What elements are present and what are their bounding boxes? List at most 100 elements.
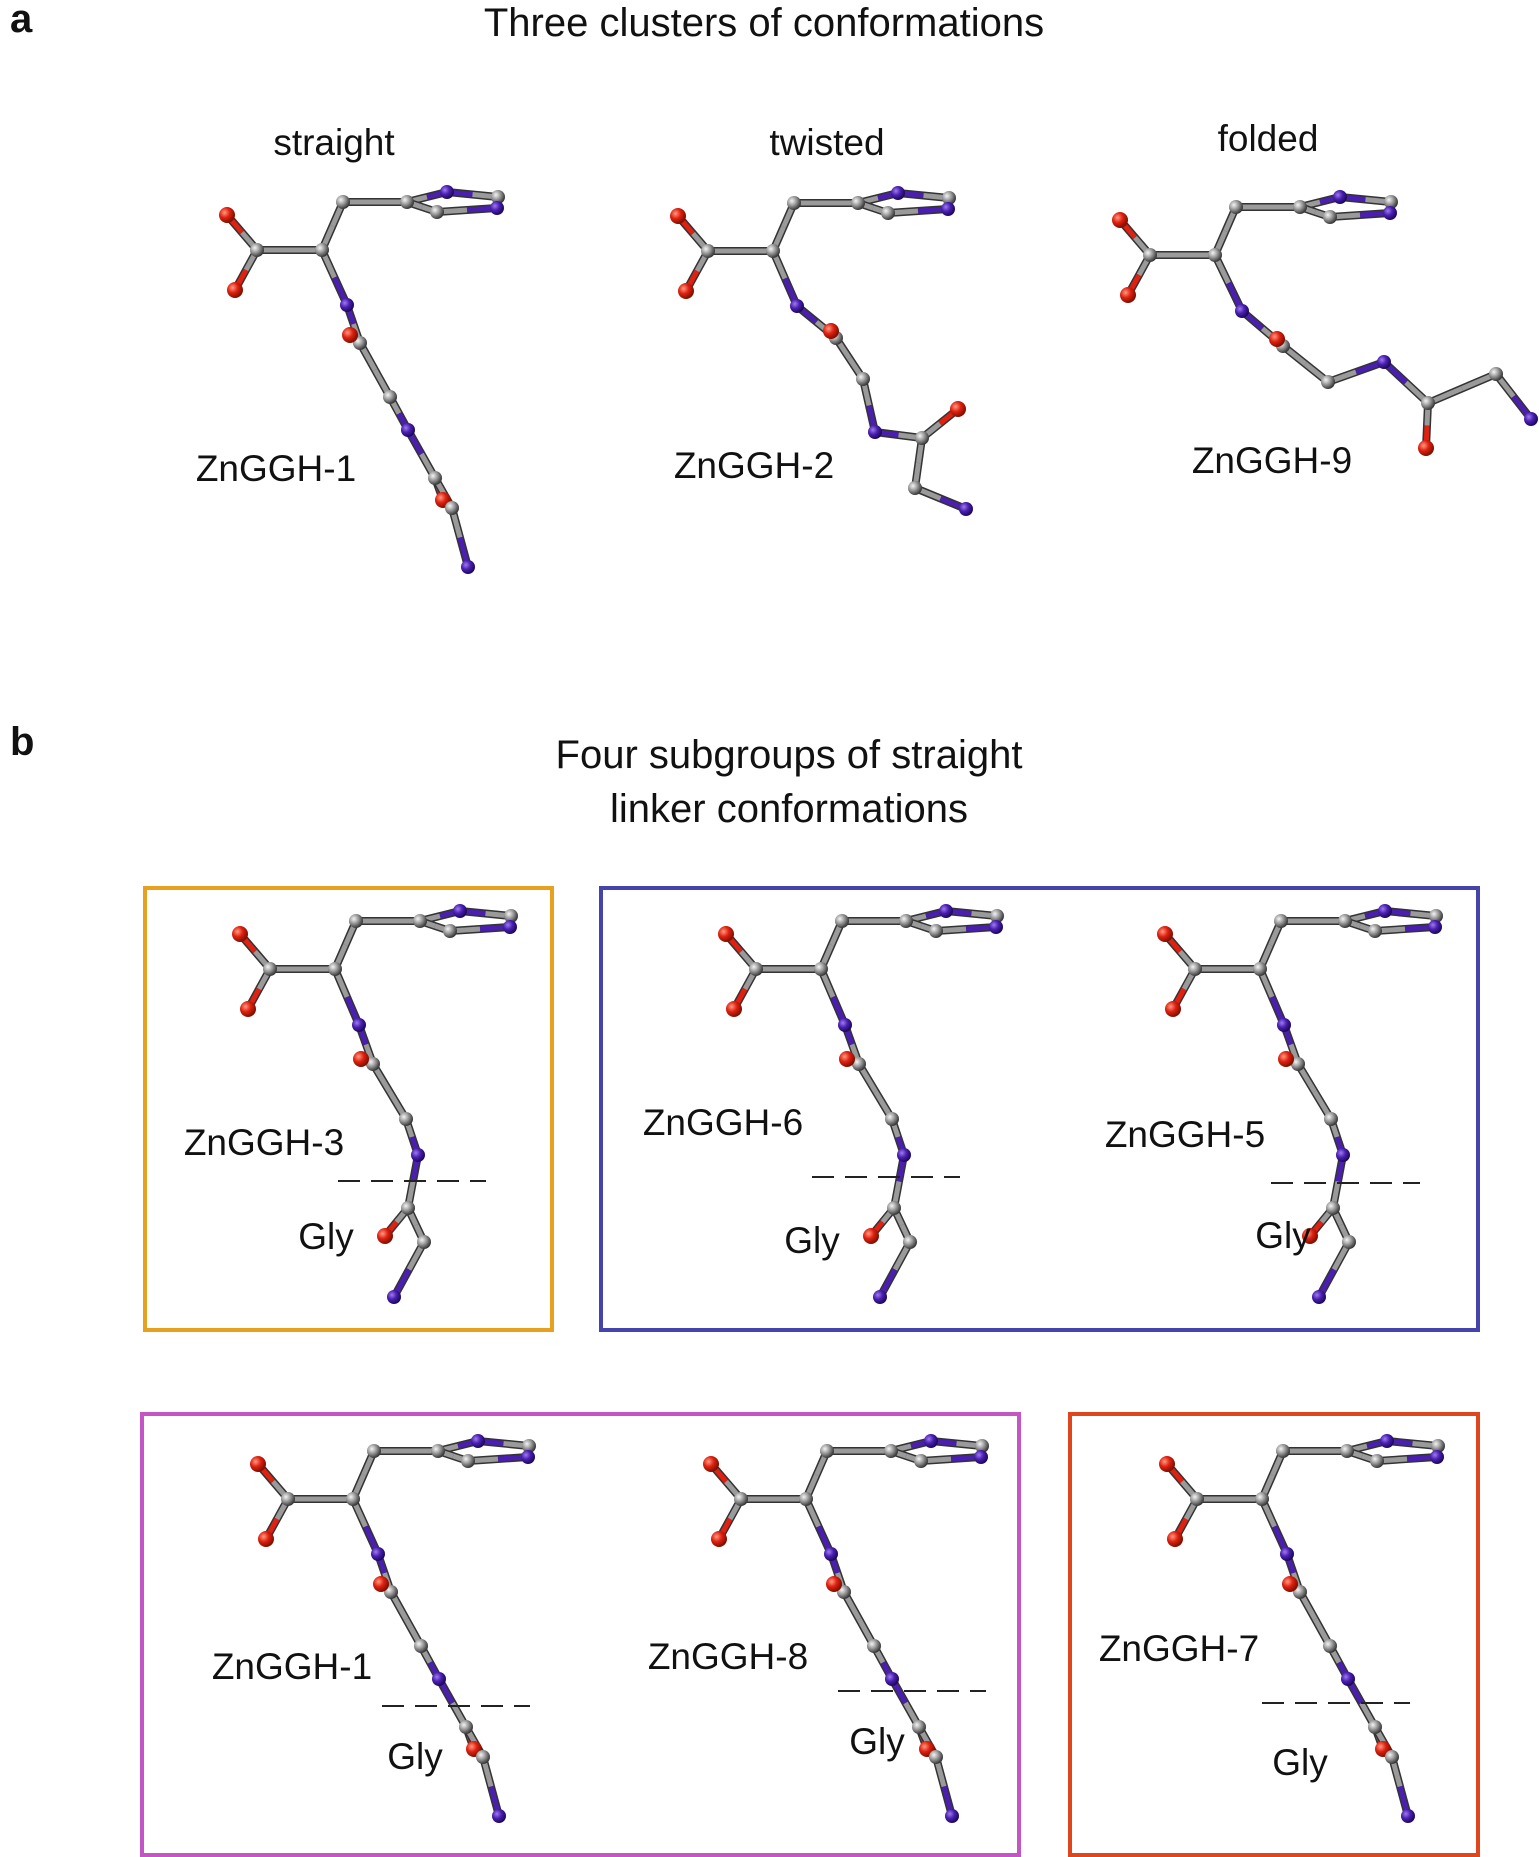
oxygen-atom [1112, 212, 1128, 228]
carbon-atom [328, 962, 342, 976]
carbon-atom [1323, 210, 1337, 224]
subgroup-box-magenta [140, 1412, 1021, 1857]
carbon-atom [522, 1439, 536, 1453]
structure-label: ZnGGH-8 [648, 1636, 808, 1677]
carbon-atom [413, 914, 427, 928]
nitrogen-atom [411, 1148, 425, 1162]
nitrogen-atom [868, 425, 882, 439]
carbon-atom [476, 1750, 490, 1764]
carbon-atom [1276, 1444, 1290, 1458]
oxygen-atom [703, 1456, 719, 1472]
cluster-label-straight: straight [273, 122, 395, 163]
nitrogen-atom [340, 298, 354, 312]
carbon-atom [1229, 200, 1243, 214]
carbon-atom [428, 471, 442, 485]
carbon-atom [1489, 367, 1503, 381]
carbon-atom [1338, 914, 1352, 928]
nitrogen-atom [440, 185, 454, 199]
gly-label: Gly [387, 1736, 443, 1777]
nitrogen-atom [1341, 1672, 1355, 1686]
carbon-atom [417, 1235, 431, 1249]
structure-label: ZnGGH-1 [212, 1646, 372, 1687]
carbon-atom [461, 1454, 475, 1468]
carbon-atom [1321, 375, 1335, 389]
carbon-atom [820, 1444, 834, 1458]
carbon-atom [430, 205, 444, 219]
carbon-atom [915, 431, 929, 445]
oxygen-atom [1302, 1228, 1318, 1244]
oxygen-atom [227, 282, 243, 298]
carbon-atom [1385, 1750, 1399, 1764]
subgroup-box-orange [143, 886, 554, 1332]
gly-label: Gly [849, 1721, 905, 1762]
nitrogen-atom [453, 904, 467, 918]
nitrogen-atom [1277, 1018, 1291, 1032]
nitrogen-atom [974, 1450, 988, 1464]
molecule-znggh-8 [703, 1434, 989, 1823]
carbon-atom [1323, 1639, 1337, 1653]
carbon-atom [856, 372, 870, 386]
nitrogen-atom [1312, 1290, 1326, 1304]
nitrogen-atom [521, 1450, 535, 1464]
carbon-atom [912, 1720, 926, 1734]
nitrogen-atom [1380, 1434, 1394, 1448]
nitrogen-atom [790, 299, 804, 313]
molecule-znggh-9 [1112, 190, 1538, 456]
subgroup-box-red [1068, 1412, 1480, 1857]
carbon-atom [1342, 1235, 1356, 1249]
carbon-atom [400, 195, 414, 209]
oxygen-atom [377, 1228, 393, 1244]
carbon-atom [1340, 1444, 1354, 1458]
nitrogen-atom [897, 1148, 911, 1162]
nitrogen-atom [945, 1809, 959, 1823]
structure-label: ZnGGH-6 [643, 1102, 803, 1143]
oxygen-atom [250, 1456, 266, 1472]
carbon-atom [799, 1492, 813, 1506]
carbon-atom [942, 191, 956, 205]
oxygen-atom [823, 323, 839, 339]
carbon-atom [1208, 248, 1222, 262]
carbon-atom [914, 1454, 928, 1468]
nitrogen-atom [1333, 190, 1347, 204]
oxygen-atom [1282, 1576, 1298, 1592]
oxygen-atom [373, 1576, 389, 1592]
panel-a-title: Three clusters of conformations [484, 1, 1044, 45]
nitrogen-atom [471, 1434, 485, 1448]
oxygen-atom [839, 1051, 855, 1067]
nitrogen-atom [461, 560, 475, 574]
nitrogen-atom [401, 423, 415, 437]
nitrogen-atom [891, 186, 905, 200]
carbon-atom [749, 962, 763, 976]
nitrogen-atom [824, 1547, 838, 1561]
structure-label: ZnGGH-5 [1105, 1114, 1265, 1155]
carbon-atom [383, 390, 397, 404]
carbon-atom [336, 195, 350, 209]
oxygen-atom [1165, 1001, 1181, 1017]
carbon-atom [1274, 914, 1288, 928]
carbon-atom [1384, 195, 1398, 209]
molecule-znggh-7 [1159, 1434, 1445, 1823]
nitrogen-atom [1280, 1547, 1294, 1561]
structure-label: ZnGGH-7 [1099, 1628, 1259, 1669]
nitrogen-atom [1428, 920, 1442, 934]
carbon-atom [1368, 1720, 1382, 1734]
oxygen-atom [1269, 331, 1285, 347]
carbon-atom [459, 1720, 473, 1734]
molecule-znggh-1-b [250, 1434, 536, 1823]
gly-label: Gly [784, 1220, 840, 1261]
nitrogen-atom [1378, 904, 1392, 918]
nitrogen-atom [371, 1547, 385, 1561]
oxygen-atom [1157, 926, 1173, 942]
carbon-atom [1293, 200, 1307, 214]
oxygen-atom [726, 1001, 742, 1017]
panel-a-letter: a [10, 0, 33, 41]
carbon-atom [867, 1639, 881, 1653]
carbon-atom [903, 1235, 917, 1249]
carbon-atom [1324, 1112, 1338, 1126]
nitrogen-atom [1377, 355, 1391, 369]
oxygen-atom [863, 1228, 879, 1244]
carbon-atom [1429, 909, 1443, 923]
oxygen-atom [678, 283, 694, 299]
nitrogen-atom [387, 1290, 401, 1304]
oxygen-atom [258, 1531, 274, 1547]
